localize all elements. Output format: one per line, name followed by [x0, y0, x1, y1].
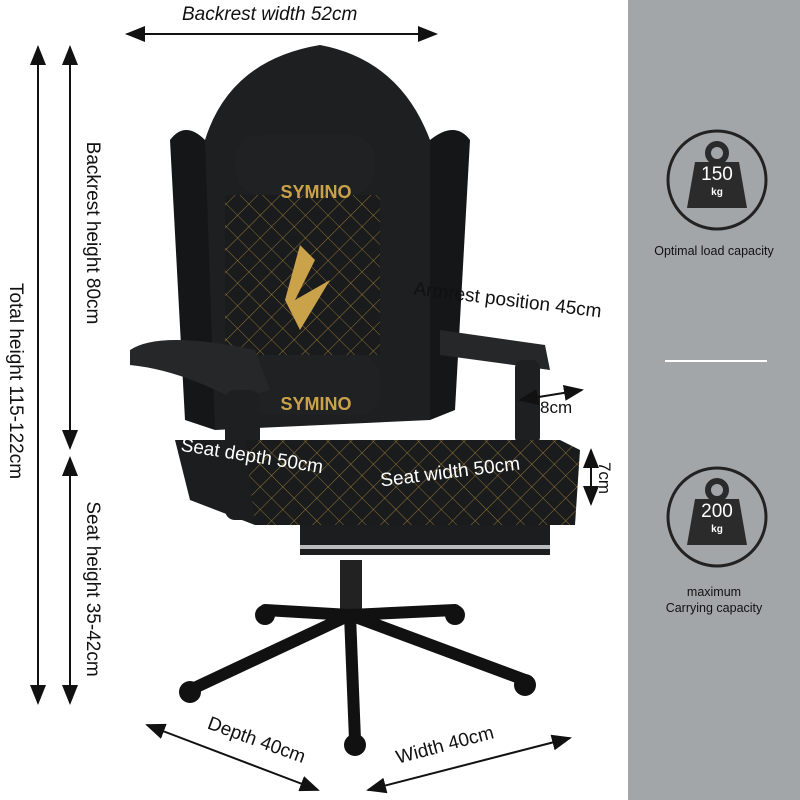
chair-seat	[175, 440, 580, 555]
armrest-offset-arrow	[518, 384, 584, 406]
depth-arrow	[145, 723, 320, 792]
footrest	[300, 525, 550, 555]
maximum-load-value: 200	[701, 501, 733, 522]
brand-logo-lower: SYMINO	[280, 394, 351, 414]
armrest-offset-label: 8cm	[540, 398, 573, 417]
maximum-load-unit: kg	[711, 524, 723, 535]
logo-emblem	[285, 245, 330, 330]
optimal-load-caption: Optimal load capacity	[654, 244, 774, 258]
seat-height-label: Seat height 35-42cm	[82, 501, 103, 677]
total-height-label: Total height 115-122cm	[5, 282, 26, 480]
seat-thickness-label: 7cm	[595, 461, 615, 495]
maximum-caption-line1: maximum	[686, 585, 742, 599]
capacity-panel	[628, 0, 800, 800]
gaming-chair-image: SYMINO SYMINO	[130, 45, 580, 756]
lumbar-pillow	[245, 355, 380, 415]
maximum-load-badge: 200 kg	[665, 465, 769, 569]
weight-icon	[666, 466, 768, 568]
optimal-load-unit: kg	[711, 187, 723, 198]
divider	[665, 360, 767, 362]
backrest-width-label: Backrest width 52cm	[182, 4, 358, 25]
backrest-height-label: Backrest height 80cm	[82, 141, 103, 325]
maximum-caption-line2: Carrying capacity	[665, 601, 763, 615]
width-arrow	[366, 734, 572, 794]
maximum-load-caption: maximum Carrying capacity	[628, 584, 800, 616]
chair-base	[179, 560, 536, 756]
optimal-load-badge: 150 kg	[665, 128, 769, 232]
head-pillow	[235, 135, 375, 195]
optimal-load-value: 150	[701, 164, 733, 185]
brand-logo-upper: SYMINO	[280, 182, 351, 202]
weight-icon	[666, 129, 768, 231]
